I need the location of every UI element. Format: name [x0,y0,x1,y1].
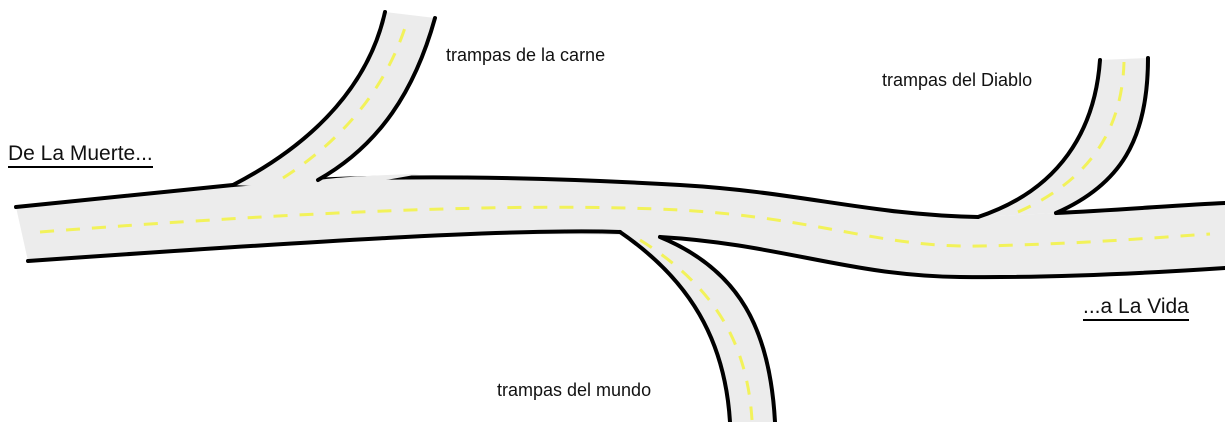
main-road-surface [16,177,1225,278]
branch-world-label: trampas del mundo [497,380,652,400]
main-road-bottom-edge-right [658,235,1225,280]
main-road-bottom-edge [26,229,622,263]
main-road-lane-line [39,205,1211,248]
branch-flesh-left-edge [231,10,387,187]
main-road-top-edge-right [1054,201,1225,215]
end-label: ...a La Vida [1083,296,1189,321]
branch-devil-right-edge [1054,56,1150,215]
branch-flesh-surface [233,12,435,190]
branch-flesh-road [231,10,437,190]
branch-devil-road [976,56,1150,219]
branch-devil-left-edge [976,58,1102,219]
branch-devil-label: trampas del Diablo [882,70,1033,90]
branch-world-road [618,230,777,422]
branch-flesh-label: trampas de la carne [446,45,606,65]
branch-devil-surface [978,58,1148,217]
branch-world-right-edge [658,235,777,422]
start-label: De La Muerte... [8,143,153,168]
branch-flesh-lane-line [282,17,410,180]
branch-flesh-right-edge [316,16,437,182]
branch-world-left-edge [618,230,732,422]
branch-world-surface [620,232,775,422]
branch-devil-lane-line [1017,61,1126,214]
branch-world-lane-line [639,238,754,421]
